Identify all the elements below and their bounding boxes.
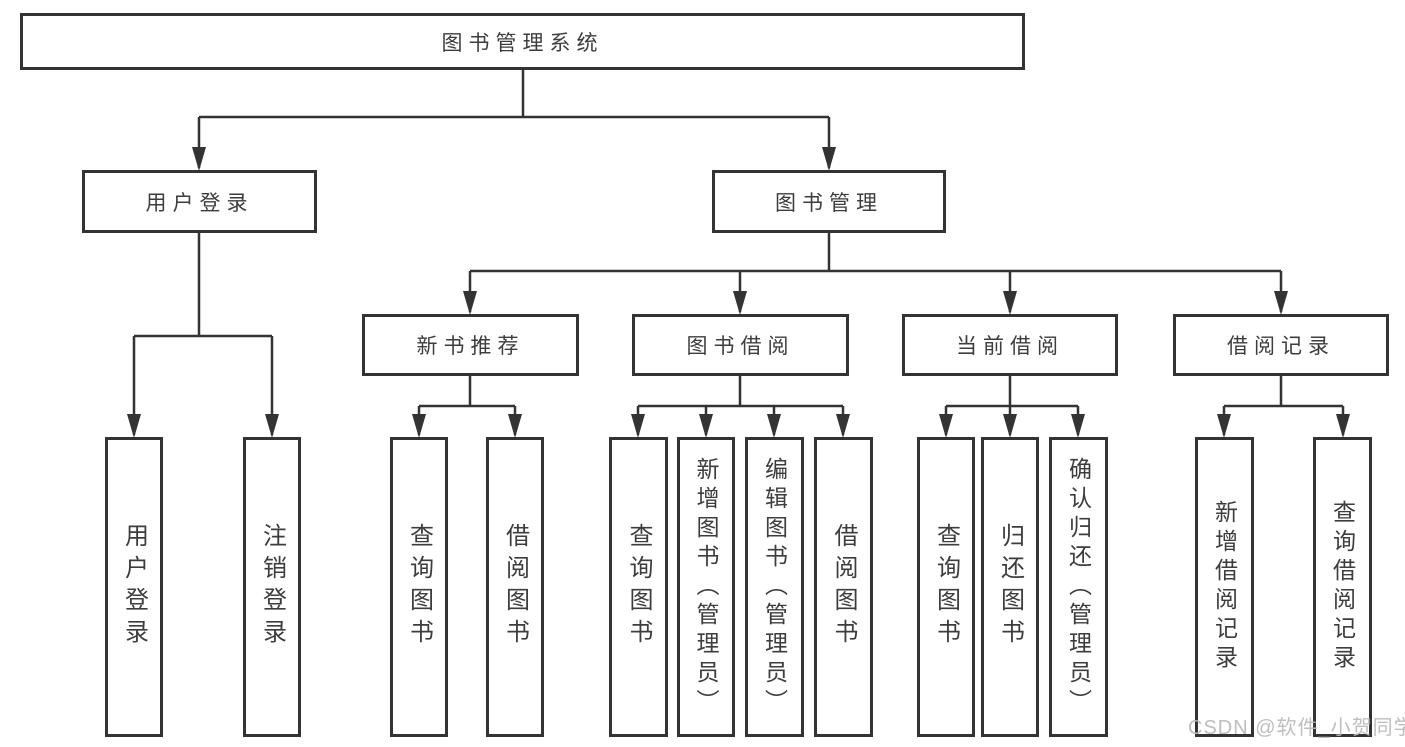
node-book-management: 图书管理: [712, 170, 946, 233]
leaf-query-books-borrow: 查询图书: [609, 437, 668, 737]
arrowheads: [127, 147, 1350, 438]
leaf-add-borrow-record: 新增借阅记录: [1195, 437, 1254, 737]
leaf-query-borrow-record: 查询借阅记录: [1313, 437, 1372, 737]
leaf-logout: 注销登录: [243, 437, 301, 737]
leaf-user-login: 用户登录: [105, 437, 163, 737]
leaf-confirm-return-admin: 确认归还（管理员）: [1049, 437, 1108, 737]
leaf-query-books-recommend: 查询图书: [390, 437, 448, 737]
leaf-query-books-current: 查询图书: [917, 437, 975, 737]
node-current-borrowing: 当前借阅: [902, 314, 1118, 376]
leaf-return-book: 归还图书: [981, 437, 1039, 737]
leaf-add-book-admin: 新增图书（管理员）: [677, 437, 735, 737]
node-borrowing-records: 借阅记录: [1173, 314, 1389, 376]
csdn-watermark: CSDN @软件_小贺同学: [1188, 717, 1405, 739]
leaf-borrow-book-recommend: 借阅图书: [486, 437, 544, 737]
node-book-borrowing: 图书借阅: [632, 314, 849, 376]
leaf-edit-book-admin: 编辑图书（管理员）: [745, 437, 804, 737]
node-new-book-recommend: 新书推荐: [362, 314, 579, 376]
leaf-borrow-book: 借阅图书: [814, 437, 873, 737]
node-user-login: 用户登录: [82, 170, 317, 233]
node-library-management-system: 图书管理系统: [20, 13, 1025, 70]
